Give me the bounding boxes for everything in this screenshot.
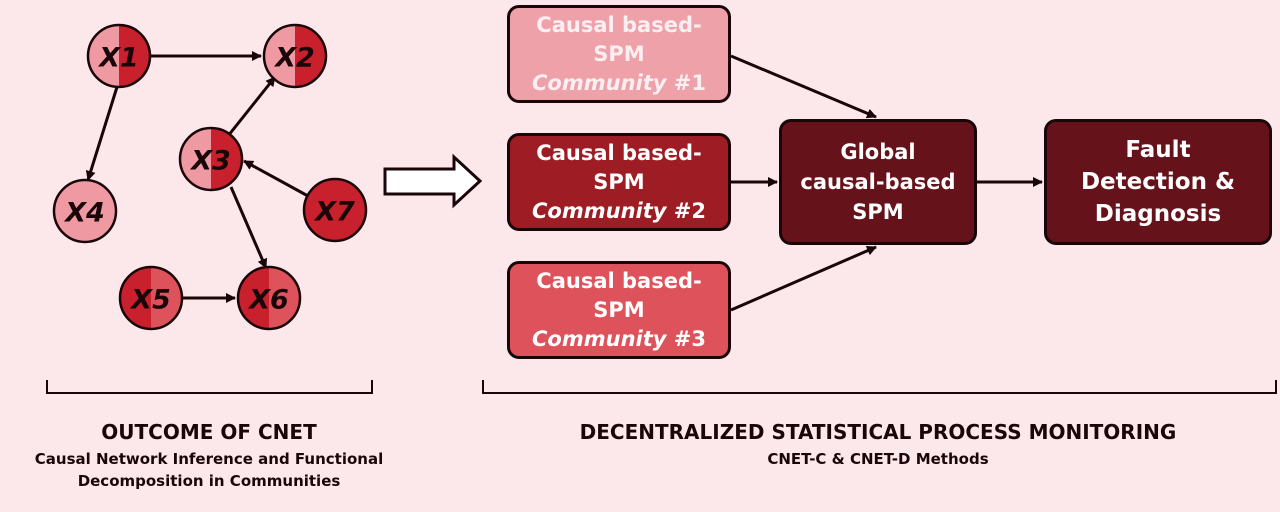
left-caption-subtitle-2: Decomposition in Communities xyxy=(77,472,341,490)
transition-arrow-icon xyxy=(383,153,483,209)
community-2-line1: Causal based- xyxy=(536,140,702,165)
right-caption-subtitle: CNET-C & CNET-D Methods xyxy=(767,450,989,468)
community-1-word: Community xyxy=(532,70,667,95)
flow-arrow-c3-global xyxy=(730,245,877,312)
community-2-line2: SPM xyxy=(593,169,645,194)
community-2-word: Community xyxy=(532,198,667,223)
community-3-word: Community xyxy=(532,326,667,351)
community-2-number: #2 xyxy=(673,198,706,223)
community-1-line2: SPM xyxy=(593,41,645,66)
node-x2: X2 xyxy=(262,23,328,89)
edge-x1-x4 xyxy=(85,86,119,181)
node-label-x4: X4 xyxy=(63,198,105,229)
right-bracket xyxy=(482,380,1277,394)
community-box-3: Causal based- SPM Community #3 xyxy=(507,261,731,359)
node-label-x3: X3 xyxy=(189,146,231,177)
left-bracket xyxy=(46,380,373,394)
left-caption: OUTCOME OF CNET Causal Network Inference… xyxy=(9,420,409,492)
community-1-number: #1 xyxy=(673,70,706,95)
node-x5: X5 xyxy=(118,265,184,331)
community-3-line2: SPM xyxy=(593,297,645,322)
flow-arrow-c1-global xyxy=(730,54,877,119)
node-label-x5: X5 xyxy=(129,285,171,316)
fault-line3: Diagnosis xyxy=(1094,201,1222,227)
node-x3: X3 xyxy=(178,126,244,192)
global-spm-box: Global causal-based SPM xyxy=(779,119,977,245)
left-caption-title: OUTCOME OF CNET xyxy=(101,420,317,444)
edge-x3-x6 xyxy=(229,186,268,269)
node-x7: X7 xyxy=(302,177,368,243)
community-3-number: #3 xyxy=(673,326,706,351)
community-3-line1: Causal based- xyxy=(536,268,702,293)
right-caption: DECENTRALIZED STATISTICAL PROCESS MONITO… xyxy=(488,420,1268,470)
node-label-x7: X7 xyxy=(313,197,355,228)
global-line3: SPM xyxy=(852,200,904,224)
global-line1: Global xyxy=(840,140,916,164)
community-1-line1: Causal based- xyxy=(536,12,702,37)
community-box-2: Causal based- SPM Community #2 xyxy=(507,133,731,231)
community-box-1: Causal based- SPM Community #1 xyxy=(507,5,731,103)
fault-detection-box: Fault Detection & Diagnosis xyxy=(1044,119,1272,245)
edge-x7-x3 xyxy=(243,159,309,198)
node-x6: X6 xyxy=(236,265,302,331)
node-x4: X4 xyxy=(52,178,118,244)
node-x1: X1 xyxy=(86,23,152,89)
edge-x3-x2 xyxy=(226,76,277,137)
node-label-x6: X6 xyxy=(247,285,289,316)
left-caption-subtitle-1: Causal Network Inference and Functional xyxy=(34,450,384,468)
global-line2: causal-based xyxy=(800,170,956,194)
fault-line1: Fault xyxy=(1125,137,1191,163)
node-label-x2: X2 xyxy=(273,43,315,74)
right-caption-title: DECENTRALIZED STATISTICAL PROCESS MONITO… xyxy=(579,420,1177,444)
node-label-x1: X1 xyxy=(97,43,139,74)
fault-line2: Detection & xyxy=(1080,169,1236,195)
